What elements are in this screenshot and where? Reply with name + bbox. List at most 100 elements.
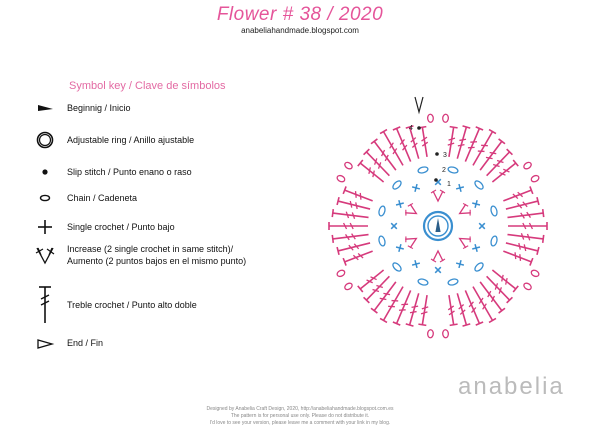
chain-oval-icon (523, 282, 532, 291)
increase-v-icon (458, 202, 471, 216)
treble-stitch (370, 138, 397, 171)
petal-chain-group (442, 113, 532, 170)
treble-stitch (342, 250, 373, 266)
treble-stitch (357, 269, 385, 293)
inner-rounds (378, 166, 498, 286)
treble-stitch (379, 286, 404, 324)
petal (503, 186, 548, 266)
chain-oval-icon (417, 278, 429, 286)
key-label: Chain / Cadeneta (67, 193, 138, 203)
treble-stitch (405, 293, 420, 327)
increase-v-icon (430, 249, 446, 263)
slip-stitch-dot-icon (435, 152, 439, 156)
round-number: 4 (409, 125, 413, 132)
single-crochet-plus-icon (455, 183, 465, 192)
treble-stitch (491, 269, 519, 293)
footer-credits: Designed by Anabelia Craft Design, 2020,… (180, 406, 420, 427)
petal-chain-group (344, 113, 434, 170)
chain-oval-icon (378, 235, 386, 247)
footer-line: Designed by Anabelia Craft Design, 2020,… (206, 406, 394, 412)
key-label: Single crochet / Punto bajo (67, 222, 175, 232)
slip-stitch-dot-icon (42, 169, 48, 175)
chain-oval-icon (447, 278, 459, 286)
single-crochet-plus-icon (395, 243, 404, 253)
treble-stitch (331, 209, 369, 219)
blog-url: anabeliahandmade.blogspot.com (241, 26, 359, 35)
increase-v-icon (430, 189, 446, 203)
petal (447, 269, 519, 327)
page-title: Flower # 38 / 2020 (216, 4, 384, 25)
treble-stitch (363, 148, 390, 177)
chain-oval-icon (417, 166, 429, 174)
end-wedge-icon (37, 339, 55, 349)
chain-oval-icon (336, 174, 346, 183)
treble-stitch (503, 250, 534, 266)
single-crochet-plus-icon (455, 260, 465, 269)
treble-stitch (491, 159, 519, 183)
single-crochet-plus-icon (434, 178, 442, 186)
round-number: 3 (443, 152, 447, 159)
treble-crochet-icon (39, 286, 51, 323)
treble-stitch (505, 242, 540, 255)
treble-stitch (507, 233, 545, 243)
single-crochet-plus-icon (38, 220, 52, 234)
treble-stitch (456, 293, 471, 327)
treble-stitch (357, 159, 385, 183)
treble-stitch (447, 125, 458, 157)
round-number: 2 (442, 167, 446, 174)
footer-line: I'd love to see your version, please lea… (209, 420, 391, 426)
chain-oval-icon (474, 262, 484, 272)
chain-oval-icon (39, 194, 51, 202)
single-crochet-plus-icon (411, 183, 421, 192)
key-label: Beginnig / Inicio (67, 103, 131, 113)
single-crochet-plus-icon (395, 199, 404, 209)
slip-stitch-dot-icon (434, 178, 438, 182)
chain-oval-icon (378, 205, 386, 217)
adjustable-ring-icon (422, 210, 454, 242)
petal-chain-group (344, 282, 434, 339)
chain-oval-icon (523, 161, 532, 170)
symbol-key-heading: Symbol key / Clave de símbolos (69, 80, 226, 92)
treble-stitch (472, 128, 497, 166)
chain-oval-icon (427, 113, 434, 123)
petal (328, 186, 373, 266)
treble-stitch (486, 148, 513, 177)
beginning-wedge-icon (435, 218, 441, 232)
adjustable-ring-icon (36, 131, 54, 149)
treble-stitch (472, 286, 497, 324)
petal-chain-group (336, 174, 346, 278)
key-label: End / Fin (67, 338, 104, 348)
chain-oval-icon (392, 180, 402, 190)
treble-stitch (328, 222, 368, 230)
chain-oval-icon (530, 269, 540, 278)
petal (357, 125, 429, 183)
chain-oval-icon (344, 161, 353, 170)
brand-logo-text: anabelia (458, 373, 565, 400)
chain-oval-icon (344, 282, 353, 291)
treble-stitch (447, 295, 458, 327)
treble-stitch (503, 186, 534, 202)
treble-stitch (507, 209, 545, 219)
chain-oval-icon (392, 262, 402, 272)
treble-stitch (479, 138, 506, 171)
footer-line: The pattern is for personal use only. Pl… (230, 413, 370, 419)
chain-oval-icon (490, 235, 498, 247)
center-ring (422, 210, 454, 242)
chain-oval-icon (490, 205, 498, 217)
treble-stitch (418, 295, 429, 327)
chain-oval-icon (427, 329, 434, 339)
beginning-wedge-icon (38, 105, 53, 111)
treble-stitch (456, 125, 471, 159)
key-label: Increase (2 single crochet in same stitc… (67, 244, 234, 254)
key-label: Slip stitch / Punto enano o raso (67, 167, 192, 177)
treble-stitch (392, 126, 412, 162)
increase-v-icon (405, 202, 418, 216)
chain-oval-icon (530, 174, 540, 183)
key-label-2: Aumento (2 puntos bajos en el mismo punt… (67, 256, 247, 266)
single-crochet-plus-icon (411, 260, 421, 269)
chain-oval-icon (442, 113, 449, 123)
single-crochet-plus-icon (390, 222, 398, 230)
chain-oval-icon (447, 166, 459, 174)
single-crochet-plus-icon (472, 199, 481, 209)
treble-stitch (331, 233, 369, 243)
